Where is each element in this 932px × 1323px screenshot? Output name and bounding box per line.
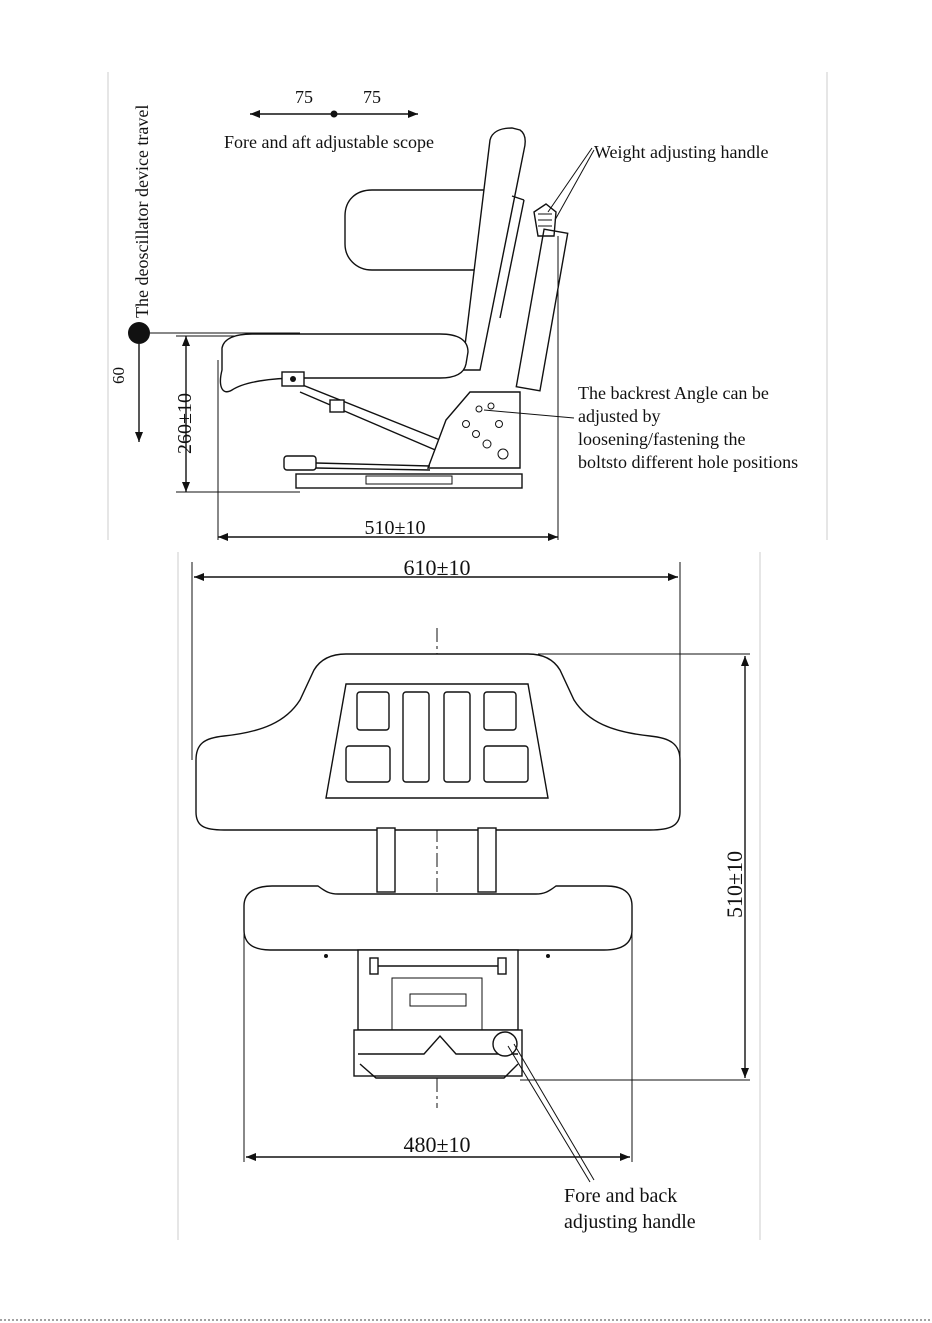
width-dim-label: 610±10 xyxy=(403,555,470,580)
fore-aft-arrows: 75 75 Fore and aft adjustable scope xyxy=(224,87,434,152)
base-width-label: 480±10 xyxy=(403,1132,470,1157)
side-view: 75 75 Fore and aft adjustable scope The … xyxy=(108,72,827,540)
seat-side-shape xyxy=(220,128,567,488)
backrest-note-line: The backrest Angle can be xyxy=(578,383,769,403)
handle-note-line: adjusting handle xyxy=(564,1211,696,1233)
handle-note: Fore and back adjusting handle xyxy=(564,1185,696,1233)
fore-right-value: 75 xyxy=(363,87,381,107)
base-mechanism xyxy=(354,950,522,1078)
backrest-note: The backrest Angle can be adjusted by lo… xyxy=(578,383,798,472)
top-view: 610±10 xyxy=(178,552,760,1240)
backrest-note-line: adjusted by xyxy=(578,406,661,426)
height-dim-label: 260±10 xyxy=(174,393,196,454)
travel-value: 60 xyxy=(109,367,128,384)
fore-left-value: 75 xyxy=(295,87,313,107)
handle-note-line: Fore and back xyxy=(564,1185,677,1207)
top-depth-label: 510±10 xyxy=(722,851,747,918)
fore-aft-label: Fore and aft adjustable scope xyxy=(224,132,434,152)
weight-handle-label: Weight adjusting handle xyxy=(594,142,769,162)
side-depth-label: 510±10 xyxy=(365,517,426,539)
backrest-note-line: loosening/fastening the xyxy=(578,429,745,449)
backrest-top-shape xyxy=(196,654,680,830)
backrest-note-line: boltsto different hole positions xyxy=(578,452,798,472)
travel-label: The deoscillator device travel xyxy=(132,105,152,318)
cushion-top-shape xyxy=(244,886,632,950)
